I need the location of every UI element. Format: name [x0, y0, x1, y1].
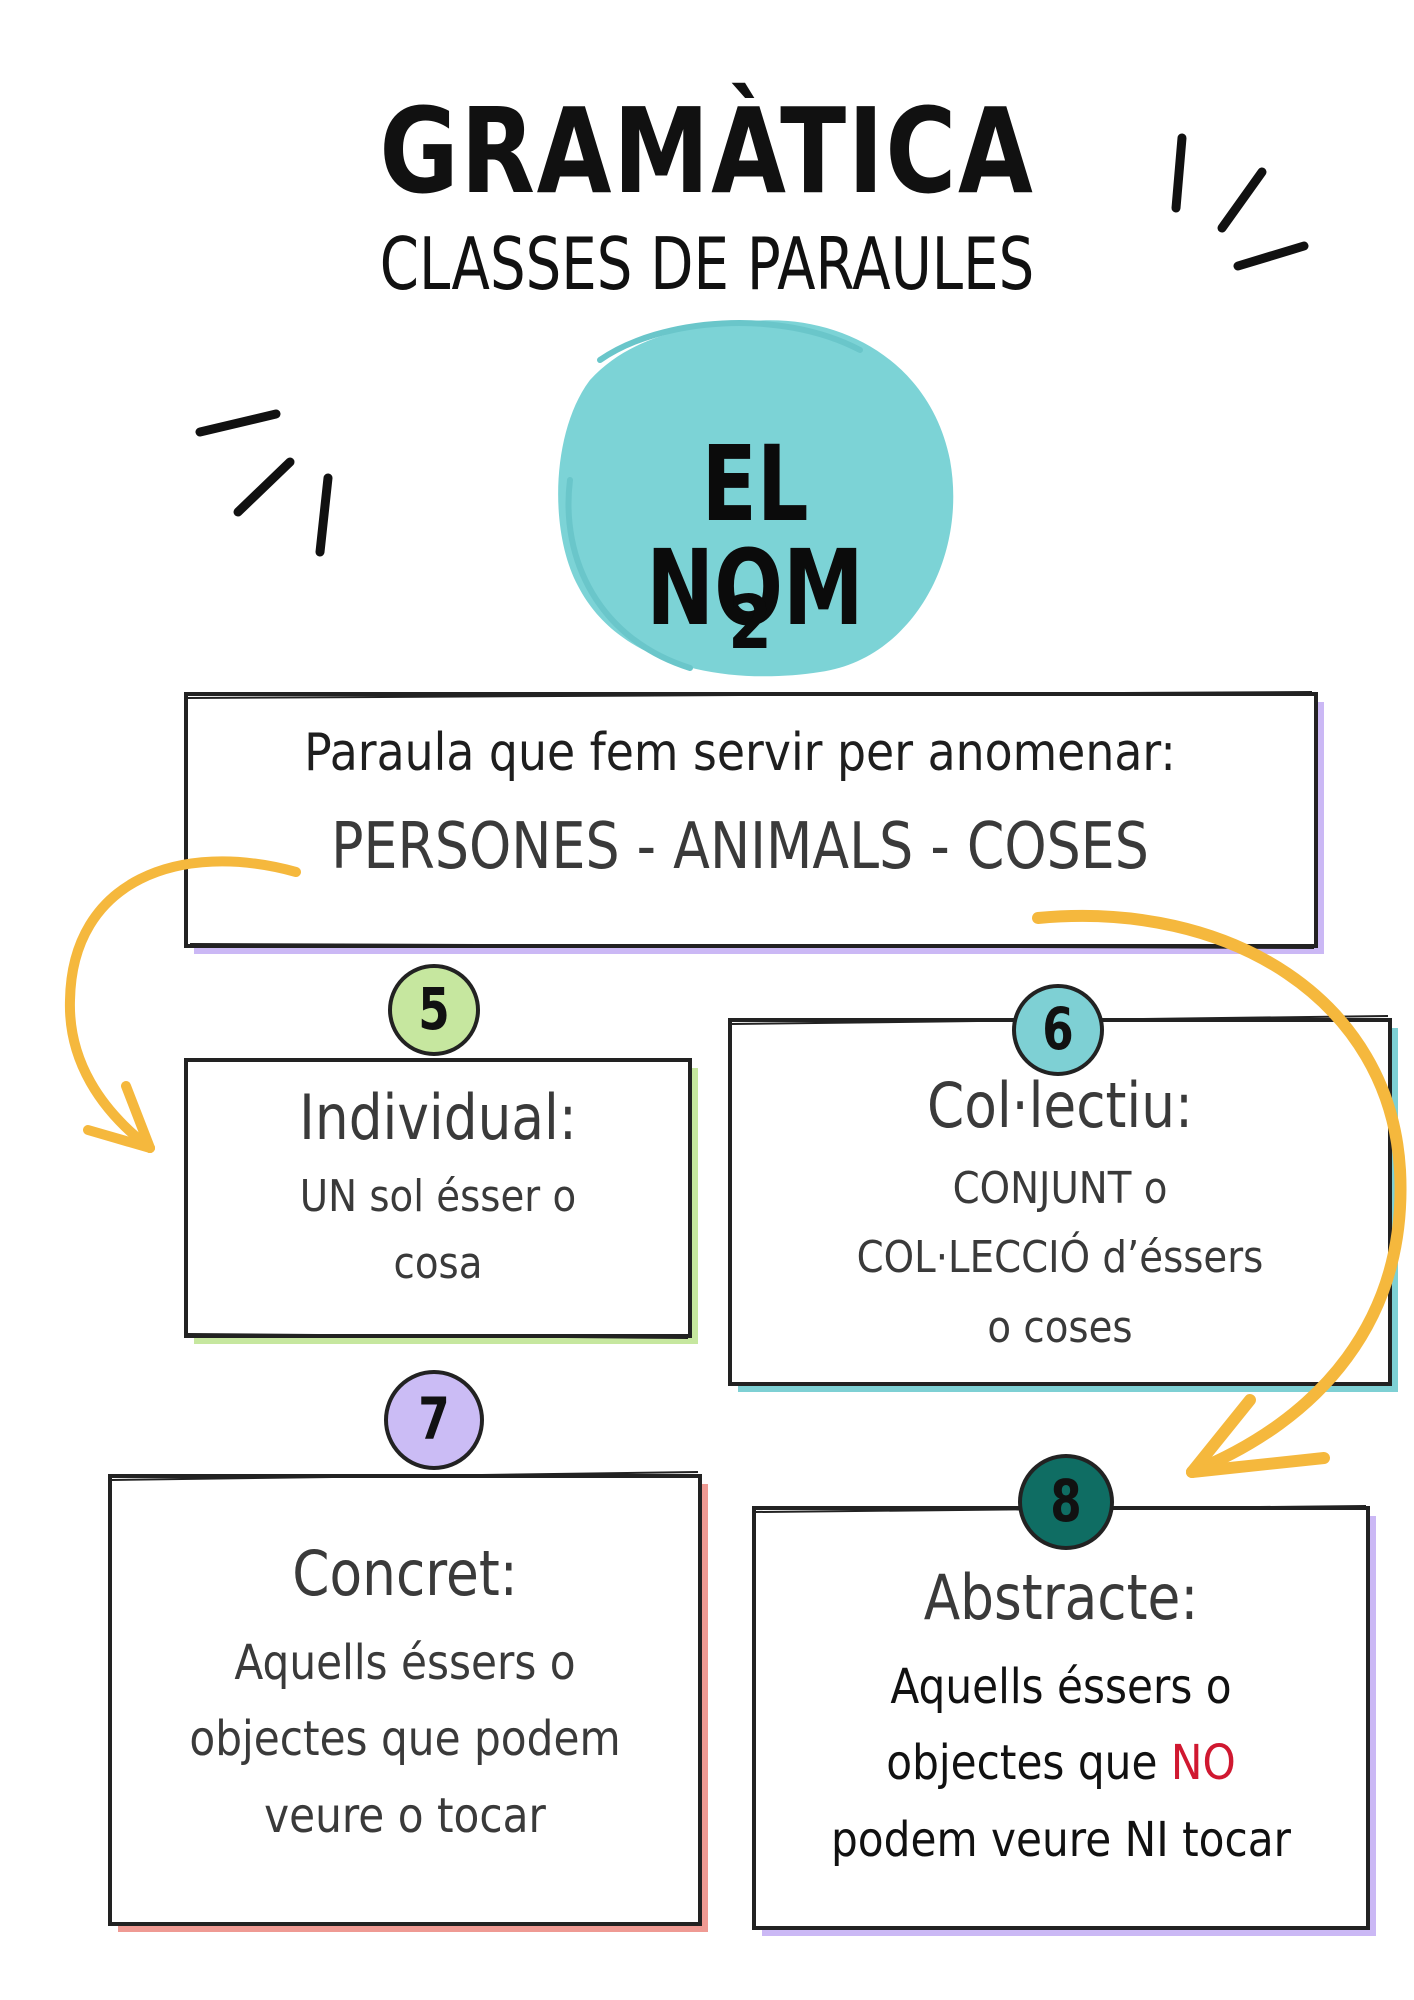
topic-blob	[558, 320, 954, 677]
badge-7-number: 7	[418, 1385, 450, 1453]
badge-5-number: 5	[418, 975, 450, 1043]
definition-line-2: PERSONES - ANIMALS - COSES	[331, 810, 1149, 884]
arrow-icon-left	[64, 856, 301, 1153]
abstracte-box	[752, 1505, 1376, 1936]
abstracte-line-3: podem veure NI tocar	[830, 1811, 1291, 1868]
definition-box	[184, 691, 1324, 954]
arrow-icon-right	[1032, 909, 1407, 1478]
badge-8	[1018, 1454, 1114, 1550]
collectiu-content: Col·lectiu: CONJUNT o COL·LECCIÓ d’ésser…	[730, 1068, 1390, 1355]
individual-heading: Individual:	[299, 1081, 577, 1154]
individual-box	[184, 1058, 698, 1344]
collectiu-heading: Col·lectiu:	[926, 1069, 1194, 1142]
individual-line-1: UN sol ésser o	[299, 1170, 577, 1222]
collectiu-box	[728, 1015, 1398, 1392]
badge-5	[388, 964, 480, 1056]
badge-6	[1012, 984, 1104, 1076]
collectiu-line-1: CONJUNT o	[952, 1162, 1168, 1214]
abstracte-line-2: objectes que NO	[791, 1734, 1331, 1793]
badge-6-number: 6	[1042, 995, 1074, 1063]
concret-content: Concret: Aquells éssers o objectes que p…	[110, 1536, 700, 1845]
collectiu-line-3: o coses	[987, 1301, 1133, 1353]
abstracte-content: Abstracte: Aquells éssers o objectes que…	[754, 1560, 1368, 1869]
topic-number: 2	[728, 580, 772, 666]
page-title: GRAMÀTICA	[379, 82, 1035, 220]
page-subtitle: CLASSES DE PARAULES	[379, 222, 1035, 306]
concret-line-1: Aquells éssers o	[234, 1634, 576, 1691]
spark-icon-left	[195, 409, 333, 557]
abstracte-heading: Abstracte:	[923, 1561, 1199, 1634]
badge-7	[384, 1370, 484, 1470]
individual-content: Individual: UN sol ésser o cosa	[186, 1080, 690, 1291]
topic-title: EL NOM	[646, 423, 864, 649]
abstracte-line-2-text: objectes que	[886, 1735, 1171, 1792]
definition-line-1: Paraula que fem servir per anomenar:	[304, 723, 1176, 783]
abstracte-highlight-no: NO	[1170, 1735, 1236, 1792]
abstracte-line-1: Aquells éssers o	[890, 1658, 1232, 1715]
concret-line-2: objectes que podem	[189, 1711, 621, 1768]
collectiu-line-2: COL·LECCIÓ d’éssers	[856, 1232, 1264, 1284]
badge-8-number: 8	[1050, 1467, 1082, 1535]
spark-icon-top-right	[1171, 133, 1309, 271]
individual-line-2: cosa	[393, 1238, 483, 1290]
concret-heading: Concret:	[292, 1537, 518, 1610]
concret-box	[108, 1471, 708, 1932]
concret-line-3: veure o tocar	[264, 1787, 546, 1844]
